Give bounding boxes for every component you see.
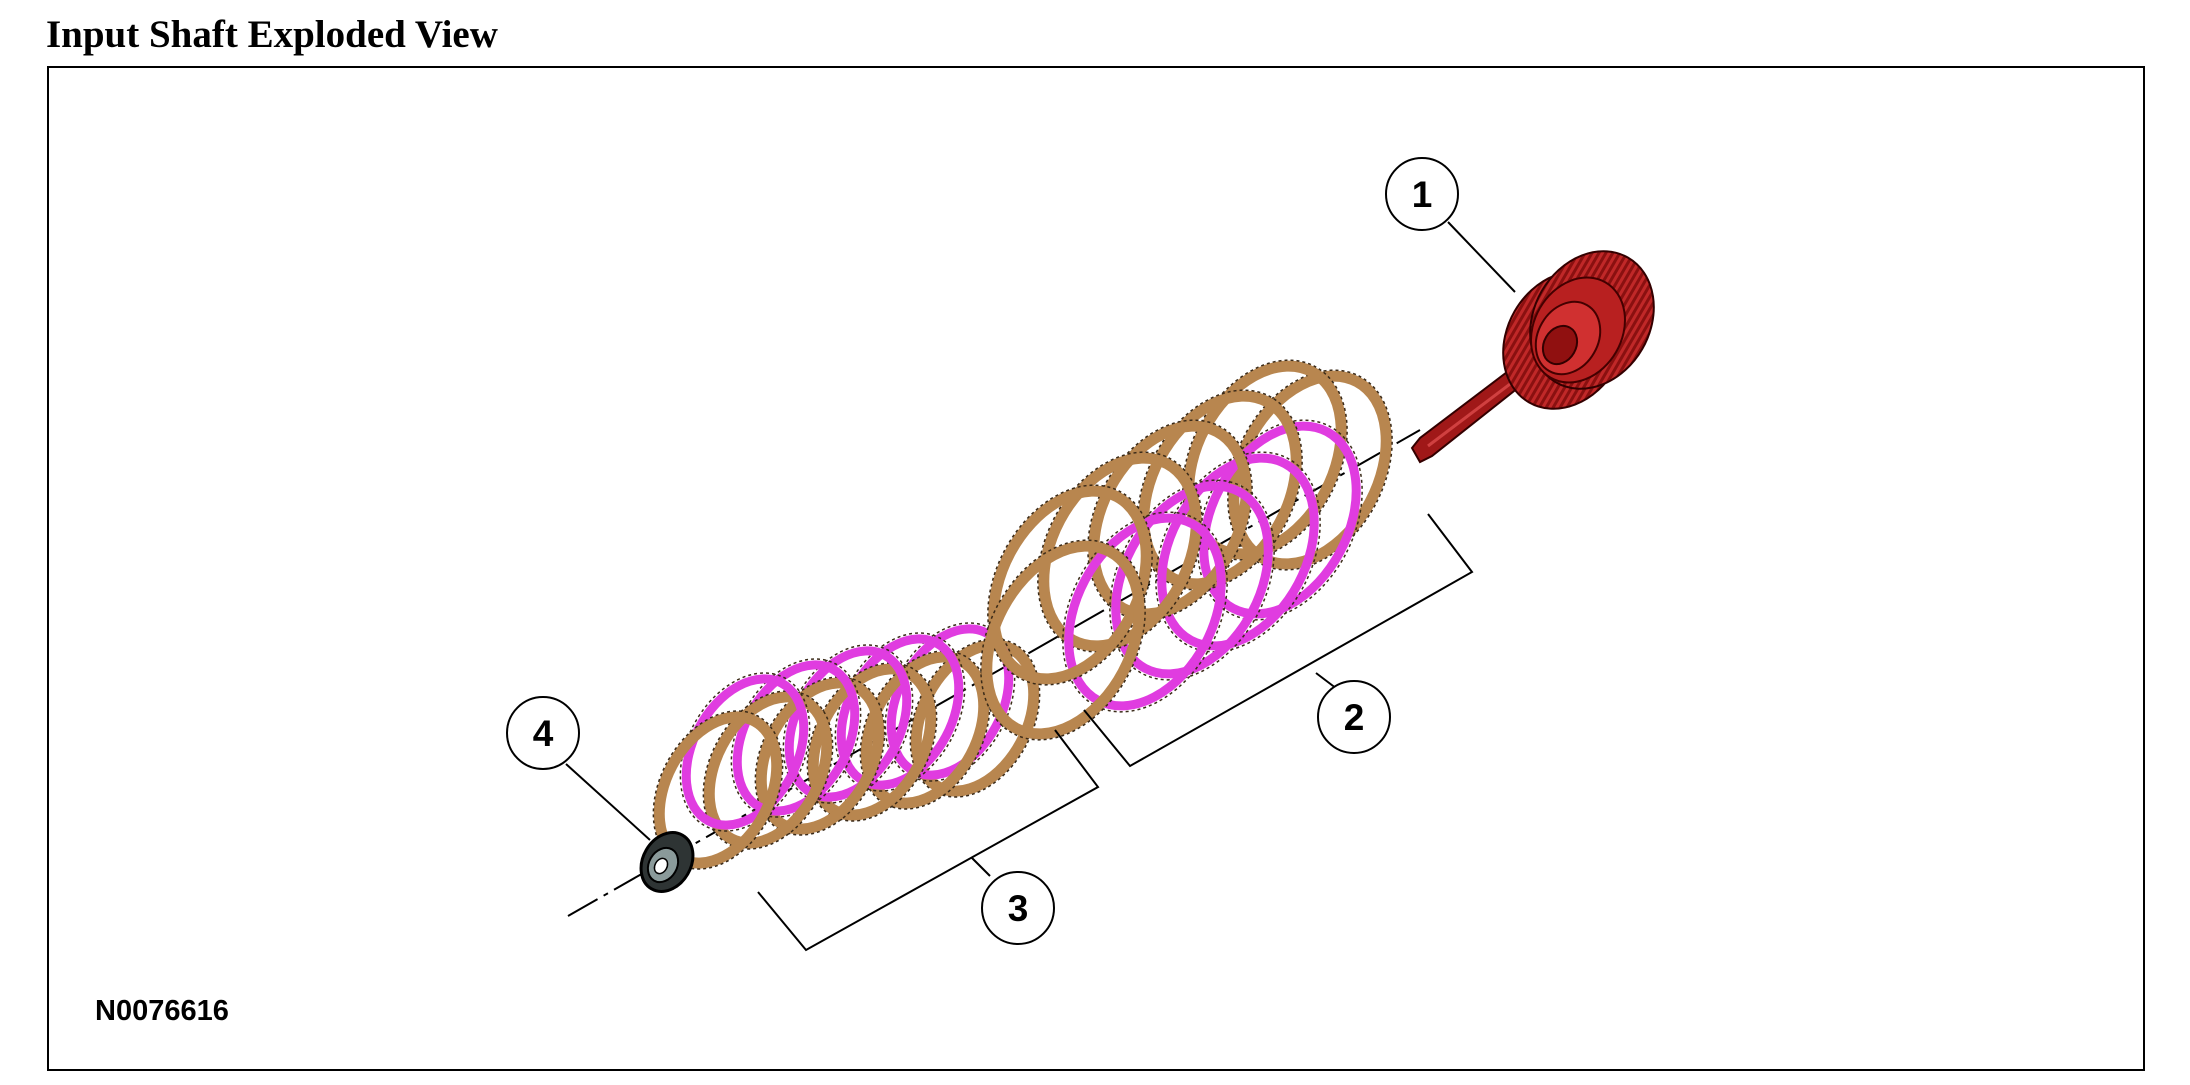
callout-4: 4: [506, 696, 580, 770]
page-title: Input Shaft Exploded View: [46, 13, 498, 56]
steel-plate-6: [1111, 481, 1273, 679]
steel-plate-teeth-8: [1062, 511, 1228, 713]
friction-plate-teeth-8: [702, 690, 834, 850]
leader-line-1: [1447, 221, 1516, 293]
clutch-pack-2: [980, 359, 1393, 741]
friction-plate-teeth-5: [1087, 419, 1253, 621]
friction-plate-10: [981, 540, 1145, 740]
friction-plate-teeth-0: [1227, 369, 1393, 571]
needle-bearing: [639, 831, 695, 893]
callout-1: 1: [1385, 157, 1459, 231]
leader-line-4: [565, 763, 651, 841]
figure-id: N0076616: [95, 995, 229, 1027]
bracket-pack-3: [757, 729, 1100, 952]
friction-plate-teeth-7: [1037, 451, 1203, 653]
clutch-pack-3: [652, 622, 1041, 870]
callout-4-label: 4: [533, 713, 554, 754]
diagram-frame: [47, 66, 2145, 1071]
friction-plate-0: [1228, 370, 1392, 570]
input-shaft: [1410, 250, 1655, 464]
callout-2-label: 2: [1344, 697, 1365, 738]
callout-1-label: 1: [1412, 174, 1433, 215]
bracket-pack-2: [1083, 513, 1474, 768]
shaft-centerline: [567, 429, 1421, 917]
leader-line-3: [971, 857, 991, 877]
friction-plate-teeth-10: [652, 710, 784, 870]
callout-3-label: 3: [1008, 888, 1029, 929]
friction-plate-teeth-10: [980, 539, 1146, 741]
steel-plate-teeth-6: [1109, 479, 1275, 681]
callout-3: 3: [981, 871, 1055, 945]
steel-plate-teeth-9: [679, 672, 811, 832]
callout-2: 2: [1317, 680, 1391, 754]
friction-plate-9: [988, 485, 1152, 685]
